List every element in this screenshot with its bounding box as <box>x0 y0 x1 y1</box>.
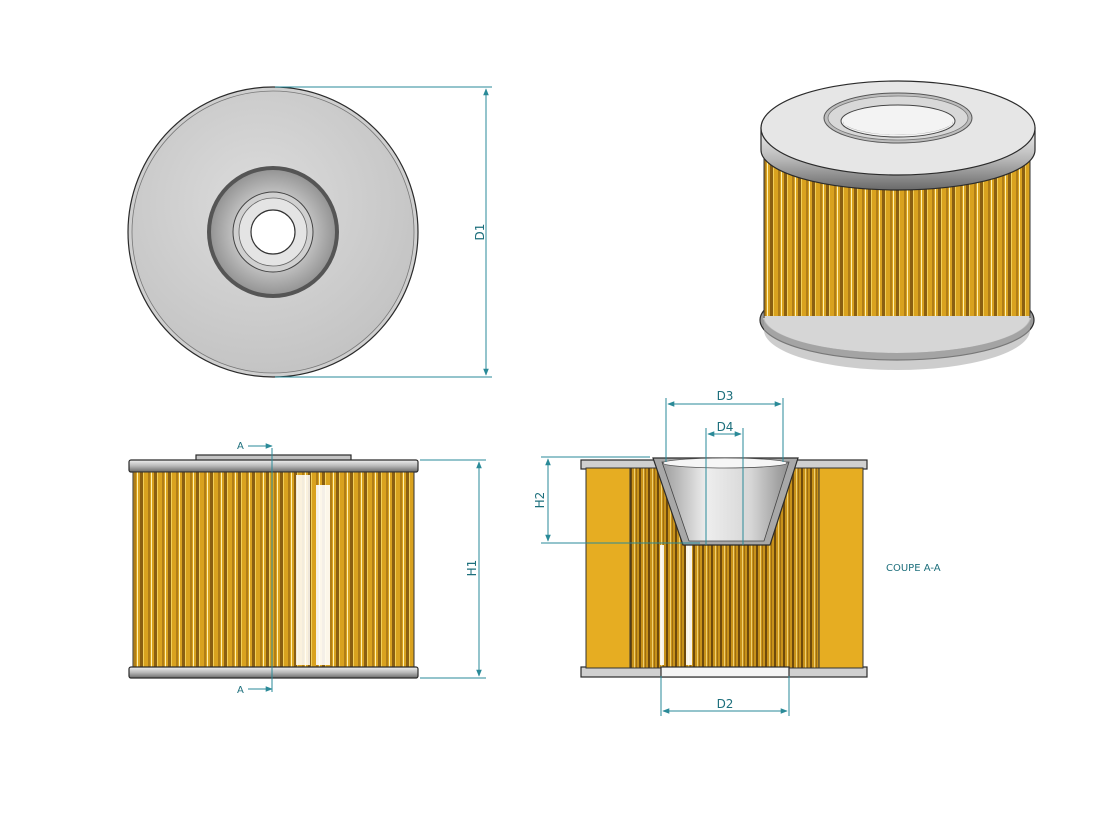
isometric-view <box>759 80 1036 370</box>
d2-label: D2 <box>717 697 734 711</box>
dim-h2: H2 <box>533 456 700 544</box>
top-center-hole <box>250 209 296 255</box>
d3-label: D3 <box>717 389 734 403</box>
h2-label: H2 <box>533 492 547 509</box>
section-title: COUPE A-A <box>886 563 941 574</box>
front-bottom-cap <box>128 666 419 679</box>
d1-label: D1 <box>473 224 487 241</box>
section-right-wall <box>818 467 864 669</box>
section-mark-bottom-label: A <box>237 685 244 696</box>
h1-label: H1 <box>465 560 479 577</box>
front-view <box>128 448 419 692</box>
dim-d4: D4 <box>705 420 744 545</box>
dim-h1: H1 <box>420 459 486 679</box>
front-pleated-body <box>132 471 415 669</box>
top-view <box>127 86 419 378</box>
dim-d2: D2 <box>660 676 790 716</box>
front-top-cap <box>128 459 419 473</box>
dim-d1: D1 <box>275 86 492 378</box>
section-mark-top-label: A <box>237 441 244 452</box>
section-mark-top: A <box>237 441 273 452</box>
dim-d3: D3 <box>665 389 784 462</box>
section-view <box>580 457 868 678</box>
section-left-wall <box>585 467 631 669</box>
d4-label: D4 <box>717 420 734 434</box>
section-mark-bottom: A <box>237 685 273 696</box>
